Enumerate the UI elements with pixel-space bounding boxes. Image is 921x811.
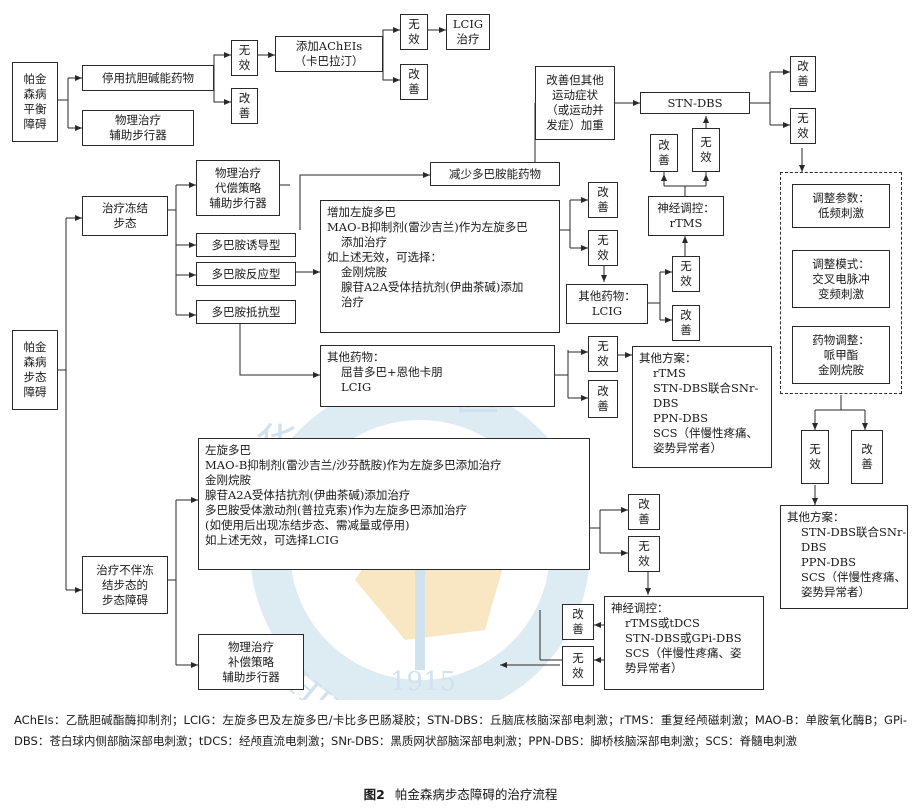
other-plans-right-line-2: STN-DBS联合SNr- xyxy=(801,525,907,539)
levodopa-line-3: 添加治疗 xyxy=(341,235,387,249)
neuro-bottom-line-2: rTMS或tDCS xyxy=(625,616,700,630)
improve-motor-worse-box: 改善但其他 运动症状 （或运动并 发症）加重 xyxy=(535,66,615,140)
other-plans-right-line-6: 姿势异常者） xyxy=(801,585,870,599)
levodopa-bottom-line-5: 多巴胺受体激动剂(普拉克索)作为左旋多巴添加治疗 xyxy=(205,503,467,517)
rtms-noeffect: 无 效 xyxy=(692,128,720,172)
levodopa-line-4: 如上述无效，可选择： xyxy=(327,250,442,264)
neuro-bottom-box: 神经调控： rTMS或tDCS STN-DBS或GPi-DBS SCS（伴慢性疼… xyxy=(604,596,764,690)
bottom-improve: 改 善 xyxy=(628,494,660,530)
figure-caption: 图2 帕金森病步态障碍的治疗流程 xyxy=(0,784,921,803)
adjust-parameters-box: 调整参数： 低频刺激 xyxy=(792,184,890,228)
other-plans-right-line-4: PPN-DBS xyxy=(801,555,856,569)
ache-step1-improve: 改 善 xyxy=(231,88,258,124)
balance-disorder-title: 帕金 森病 平衡 障碍 xyxy=(12,62,58,142)
figure-caption-text: 帕金森病步态障碍的治疗流程 xyxy=(394,787,558,802)
other-drugs-line-1: 其他药物： xyxy=(327,350,385,364)
levodopa-line-2: MAO-B抑制剂(雷沙吉兰)作为左旋多巴 xyxy=(327,220,528,234)
add-acheis-box: 添加AChEIs （卡巴拉汀） xyxy=(275,36,383,72)
dashed-improve: 改 善 xyxy=(851,430,883,484)
non-freezing-gait-box: 治疗不伴冻 结步态的 步态障碍 xyxy=(82,556,168,614)
connector-lines xyxy=(58,27,868,668)
freezing-gait-box: 治疗冻结 步态 xyxy=(82,196,168,236)
reduce-dopa-box: 减少多巴胺能药物 xyxy=(430,162,560,186)
levodopa-bottom-line-2: MAO-B抑制剂(雷沙吉兰/沙芬酰胺)作为左旋多巴添加治疗 xyxy=(205,458,502,472)
other-plans-right-line-1: 其他方案： xyxy=(787,510,845,524)
other-plans-right-line-3: DBS xyxy=(801,540,827,554)
neuro-bottom-improve: 改 善 xyxy=(562,604,594,640)
other-plans-mid-line-7: 姿势异常者） xyxy=(653,441,722,455)
lcig-noeffect: 无 效 xyxy=(672,256,700,292)
physio-walker-box: 物理治疗 辅助步行器 xyxy=(82,110,194,146)
other-drugs-line-3: LCIG xyxy=(341,380,372,394)
levodopa-line-5: 金刚烷胺 xyxy=(341,265,387,279)
levodopa-line-6: 腺苷A2A受体拮抗剂(伊曲茶碱)添加 xyxy=(341,280,524,294)
levodopa-line-1: 增加左旋多巴 xyxy=(327,205,396,219)
stn-improve: 改 善 xyxy=(790,56,816,92)
adjust-mode-box: 调整模式： 交叉电脉冲 变频刺激 xyxy=(792,250,890,308)
resistant-improve: 改 善 xyxy=(588,380,618,418)
other-drug-lcig-box: 其他药物： LCIG xyxy=(566,284,648,324)
other-plans-right-line-5: SCS（伴慢性疼痛、 xyxy=(801,570,907,584)
stop-anticholinergic-box: 停用抗胆碱能药物 xyxy=(82,65,214,91)
rtms-improve: 改 善 xyxy=(650,134,678,172)
dopa-responsive-box: 多巴胺反应型 xyxy=(196,262,296,286)
dopa-resistant-box: 多巴胺抵抗型 xyxy=(196,300,296,324)
other-drugs-line-2: 屈昔多巴+恩他卡朋 xyxy=(341,365,443,379)
levodopa-bottom-box: 左旋多巴 MAO-B抑制剂(雷沙吉兰/沙芬酰胺)作为左旋多巴添加治疗 金刚烷胺 … xyxy=(198,438,590,570)
other-plans-mid-line-4: DBS xyxy=(653,396,679,410)
other-plans-mid-line-5: PPN-DBS xyxy=(653,411,708,425)
levodopa-add-box: 增加左旋多巴 MAO-B抑制剂(雷沙吉兰)作为左旋多巴 添加治疗 如上述无效，可… xyxy=(320,200,560,333)
figure-label: 图2 xyxy=(363,787,385,802)
other-plans-mid-box: 其他方案： rTMS STN-DBS联合SNr- DBS PPN-DBS SCS… xyxy=(632,346,772,468)
levodopa-bottom-line-4: 腺苷A2A受体拮抗剂(伊曲茶碱)添加治疗 xyxy=(205,488,411,502)
resistant-noeffect: 无 效 xyxy=(588,336,618,372)
mid-improve: 改 善 xyxy=(588,182,618,218)
levodopa-bottom-line-1: 左旋多巴 xyxy=(205,443,251,457)
ache-step2-noeffect: 无 效 xyxy=(400,14,428,50)
ache-step2-improve: 改 善 xyxy=(400,64,428,100)
abbreviation-note: AChEIs：乙酰胆碱酯酶抑制剂；LCIG：左旋多巴及左旋多巴/卡比多巴肠凝胶；… xyxy=(14,713,907,748)
gait-disorder-title: 帕金 森病 步态 障碍 xyxy=(12,330,58,410)
neuro-bottom-line-3: STN-DBS或GPi-DBS xyxy=(625,631,742,645)
neuro-bottom-line-1: 神经调控： xyxy=(611,601,669,615)
dopa-induced-box: 多巴胺诱导型 xyxy=(196,233,296,257)
neuro-bottom-noeffect: 无 效 xyxy=(562,646,594,686)
dashed-noeffect: 无 效 xyxy=(801,430,829,484)
other-plans-mid-line-2: rTMS xyxy=(653,366,686,380)
levodopa-line-7: 治疗 xyxy=(341,295,364,309)
other-drugs-mid-box: 其他药物： 屈昔多巴+恩他卡朋 LCIG xyxy=(320,345,555,407)
mid-noeffect: 无 效 xyxy=(588,230,618,266)
levodopa-bottom-line-7: 如上述无效，可选择LCIG xyxy=(205,533,339,547)
levodopa-bottom-line-6: (如使用后出现冻结步态、需减量或停用) xyxy=(205,518,410,532)
other-plans-mid-line-1: 其他方案： xyxy=(639,351,697,365)
other-plans-mid-line-6: SCS（伴慢性疼痛、 xyxy=(653,426,759,440)
stn-noeffect: 无 效 xyxy=(790,108,816,144)
other-plans-mid-line-3: STN-DBS联合SNr- xyxy=(653,381,759,395)
adjust-drug-box: 药物调整： 哌甲酯 金刚烷胺 xyxy=(792,326,890,384)
bottom-noeffect: 无 效 xyxy=(628,536,660,572)
other-plans-right-box: 其他方案： STN-DBS联合SNr- DBS PPN-DBS SCS（伴慢性疼… xyxy=(780,505,908,609)
neuro-rtms-box: 神经调控： rTMS xyxy=(648,196,724,236)
levodopa-bottom-line-3: 金刚烷胺 xyxy=(205,473,251,487)
stn-dbs-box: STN-DBS xyxy=(640,92,750,114)
lcig-improve: 改 善 xyxy=(672,305,700,341)
lcig-top-box: LCIG 治疗 xyxy=(446,14,490,50)
neuro-bottom-line-4: SCS（伴慢性疼痛、姿 xyxy=(625,646,742,660)
physio-compensation-box-2: 物理治疗 补偿策略 辅助步行器 xyxy=(198,634,304,690)
ache-step1-noeffect: 无 效 xyxy=(231,40,258,76)
physio-compensation-box-1: 物理治疗 代偿策略 辅助步行器 xyxy=(196,160,280,216)
neuro-bottom-line-5: 势异常者） xyxy=(625,661,683,675)
adjustment-dashed-group xyxy=(780,172,902,394)
